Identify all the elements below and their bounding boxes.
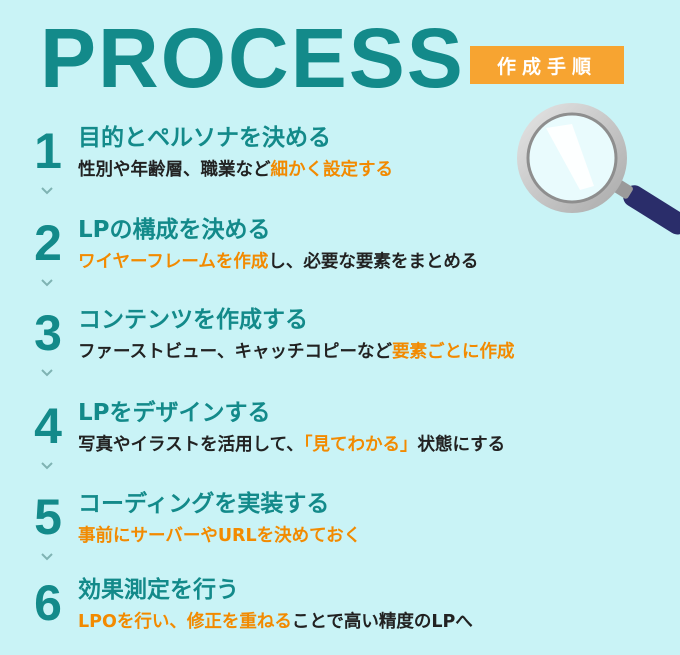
step-number: 3 <box>34 305 62 361</box>
description-text: ことで高い精度のLPへ <box>291 612 473 632</box>
step-number: 4 <box>34 398 62 454</box>
highlight-text: ワイヤーフレームを作成 <box>78 252 269 272</box>
step-description: 性別や年齢層、職業など細かく設定する <box>78 156 393 181</box>
description-text: し、必要な要素をまとめる <box>268 252 479 272</box>
highlight-text: 「見てわかる」 <box>303 435 418 455</box>
step-description: ファーストビュー、キャッチコピーなど要素ごとに作成 <box>78 338 514 363</box>
step-heading: コーディングを実装する <box>78 491 330 517</box>
step-number: 6 <box>34 575 62 631</box>
step-description: 写真やイラストを活用して、「見てわかる」状態にする <box>78 431 505 456</box>
step-number: 2 <box>34 215 62 271</box>
chevron-down-icon <box>41 553 53 561</box>
step-description: ワイヤーフレームを作成し、必要な要素をまとめる <box>78 248 478 273</box>
step-heading: 効果測定を行う <box>78 577 239 603</box>
description-text: ファーストビュー、キャッチコピーなど <box>78 342 392 362</box>
page-title: PROCESS <box>40 11 465 105</box>
chevron-down-icon <box>41 369 53 377</box>
magnifier-icon <box>517 103 680 235</box>
badge-label: 作成手順 <box>470 46 624 84</box>
highlight-text: LPOを行い、修正を重ねる <box>78 612 292 632</box>
chevron-down-icon <box>41 279 53 287</box>
step-heading: LPの構成を決める <box>78 217 271 243</box>
step-heading: LPをデザインする <box>78 400 271 426</box>
chevron-down-icon <box>41 187 53 195</box>
step-description: 事前にサーバーやURLを決めておく <box>78 522 361 547</box>
description-text: 状態にする <box>417 435 506 455</box>
step-number: 1 <box>34 123 62 179</box>
description-text: 写真やイラストを活用して、 <box>78 435 304 455</box>
step-heading: コンテンツを作成する <box>78 307 308 333</box>
highlight-text: 事前にサーバーやURLを決めておく <box>78 526 362 546</box>
step-heading: 目的とペルソナを決める <box>78 125 331 151</box>
highlight-text: 要素ごとに作成 <box>391 342 515 362</box>
step-number: 5 <box>34 489 62 545</box>
chevron-down-icon <box>41 462 53 470</box>
highlight-text: 細かく設定する <box>270 160 394 180</box>
step-description: LPOを行い、修正を重ねることで高い精度のLPへ <box>78 608 473 633</box>
description-text: 性別や年齢層、職業など <box>78 160 271 180</box>
